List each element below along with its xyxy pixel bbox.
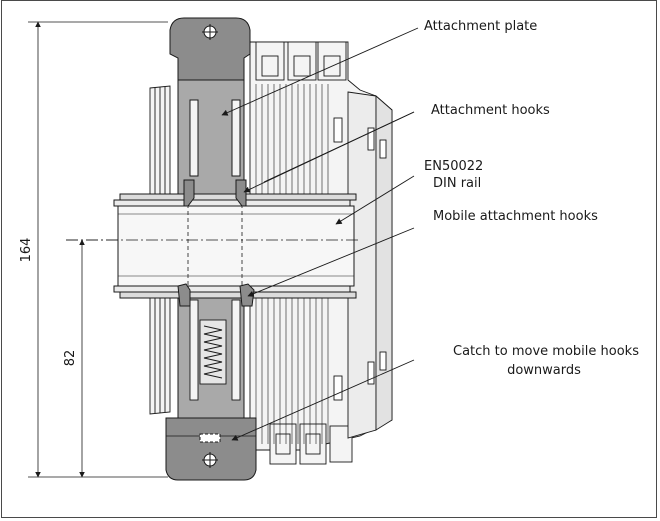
label-catch-line1: Catch to move mobile hooks <box>453 344 639 359</box>
dimension-82-label: 82 <box>63 350 78 367</box>
attachment-hooks <box>183 179 247 207</box>
leader-lines <box>221 27 419 441</box>
label-catch-line2: downwards <box>507 363 581 378</box>
label-rail-line1: EN50022 <box>424 159 483 174</box>
dimension-164-label: 164 <box>19 238 34 263</box>
mobile-attachment-hooks <box>177 283 255 307</box>
label-attachment-hooks: Attachment hooks <box>431 103 550 118</box>
din-rail <box>113 193 357 299</box>
spring-mechanism <box>189 299 241 401</box>
dimension-164: 164 <box>19 21 168 478</box>
label-mobile-hooks: Mobile attachment hooks <box>433 209 598 224</box>
label-attachment-plate: Attachment plate <box>424 19 537 34</box>
hidden-lines <box>187 190 243 300</box>
label-rail-line2: DIN rail <box>433 176 481 191</box>
